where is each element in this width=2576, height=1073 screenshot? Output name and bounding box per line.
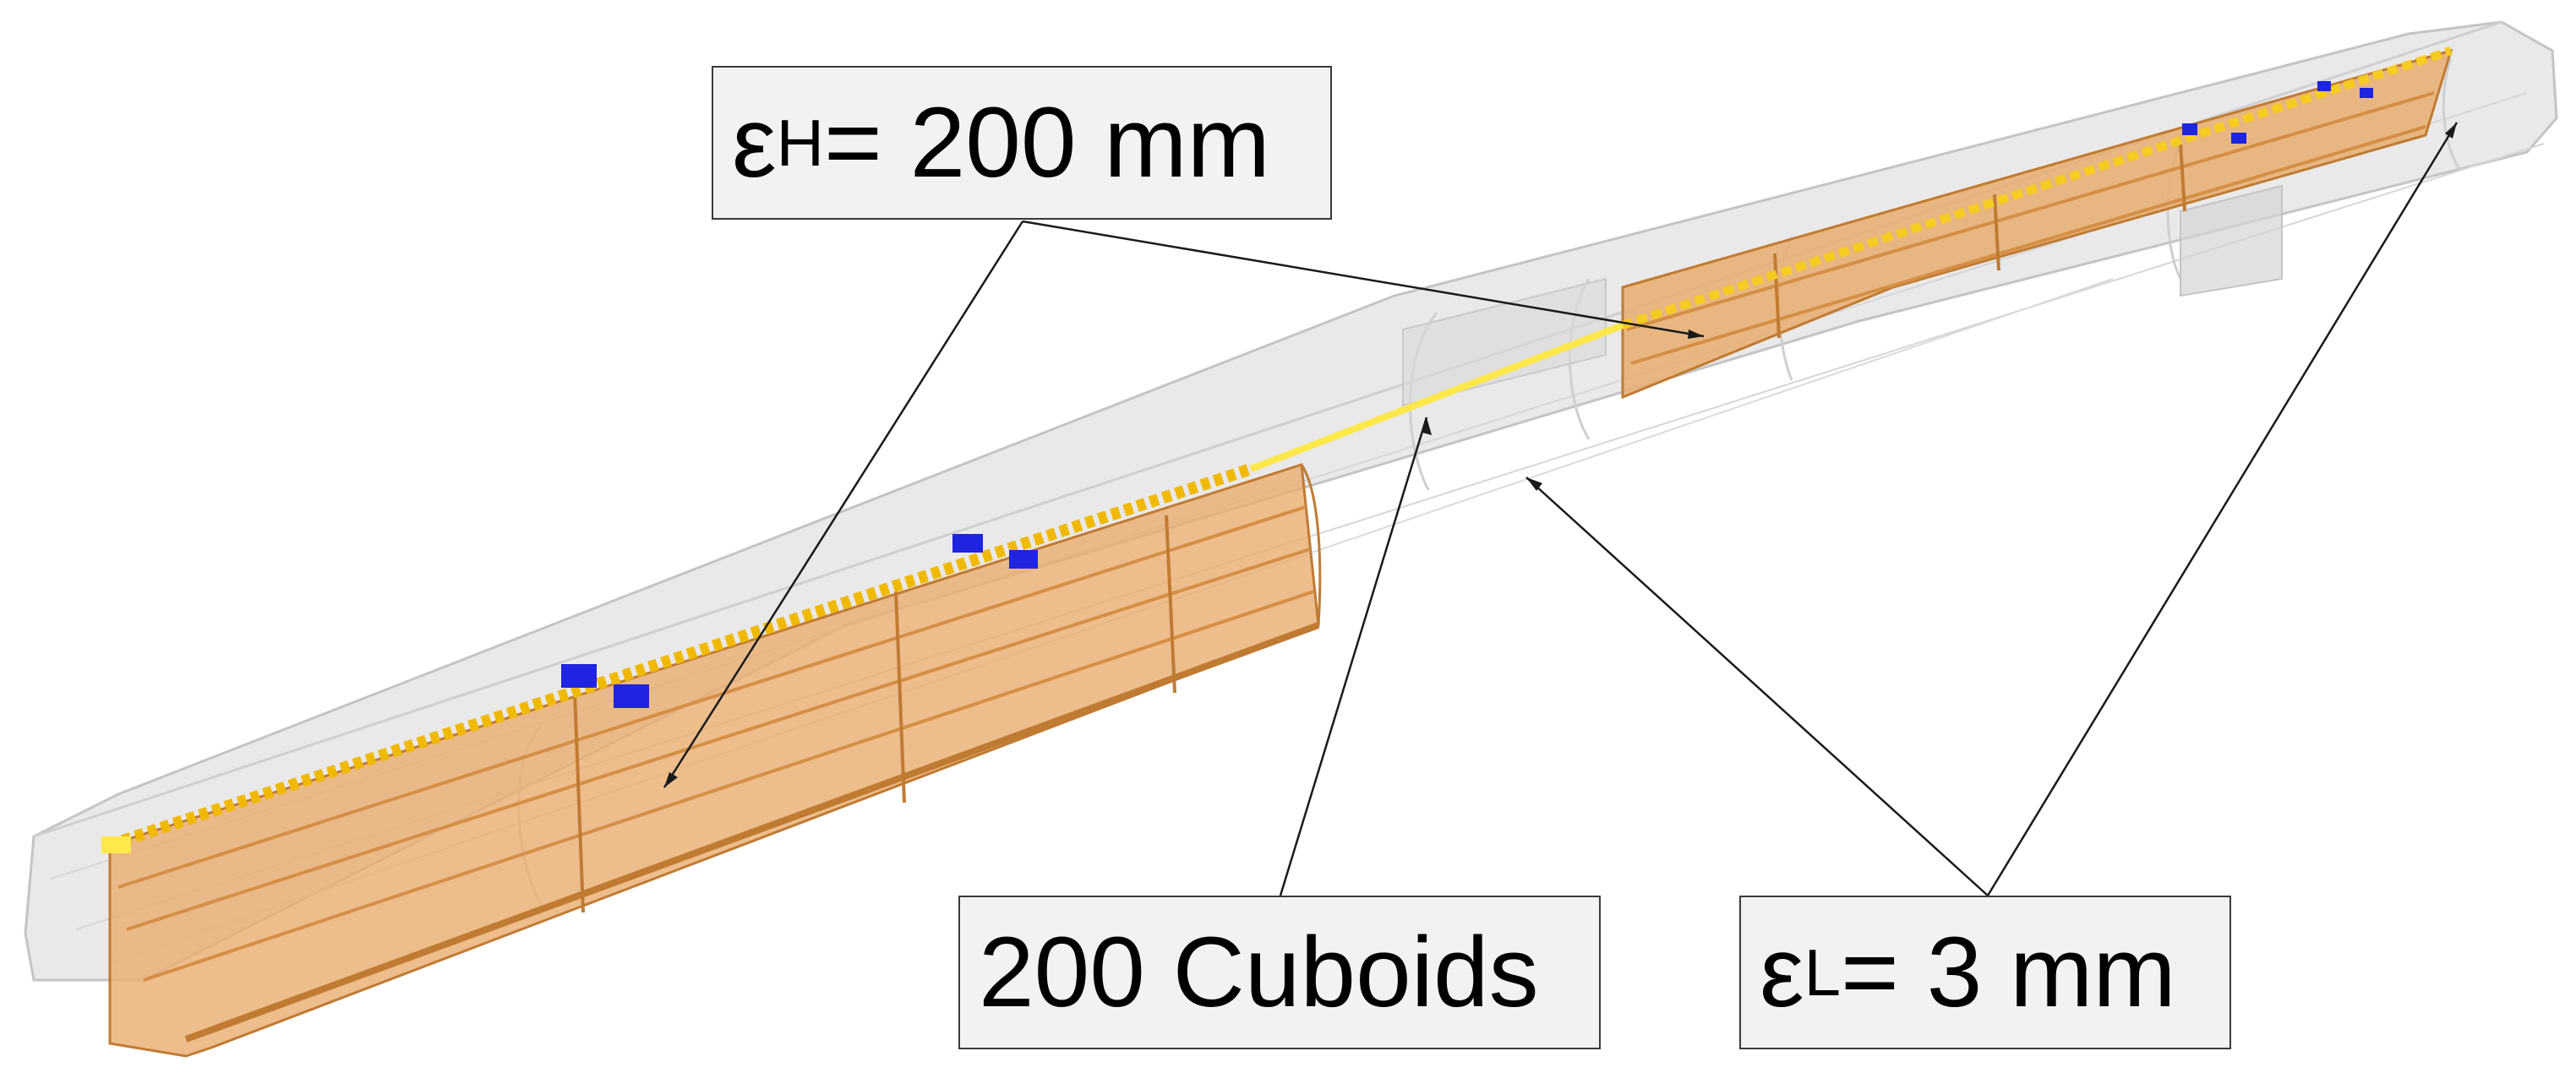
epsilon-high-value: = 200 mm: [823, 87, 1270, 199]
epsilon-high-symbol: ε: [732, 87, 777, 199]
label-cuboids: 200 Cuboids: [958, 896, 1601, 1049]
cuboids-text: 200 Cuboids: [979, 917, 1539, 1028]
leader-lines: [663, 122, 2459, 896]
leader-eh-to-near-tray: [663, 221, 1024, 788]
leader-el-to-far-tunnel: [1986, 122, 2459, 896]
arrowheads: [664, 123, 2457, 787]
epsilon-low-value: = 3 mm: [1841, 917, 2176, 1028]
blue-cuboids: [561, 81, 2373, 708]
leader-eh-to-far-tray: [1022, 220, 1705, 338]
rail-track: [101, 46, 2453, 853]
leader-el-to-tunnel: [1525, 477, 1989, 896]
epsilon-low-symbol: ε: [1760, 917, 1804, 1028]
cable-tray-near: [108, 463, 1322, 1058]
leader-cuboids: [1279, 417, 1428, 896]
